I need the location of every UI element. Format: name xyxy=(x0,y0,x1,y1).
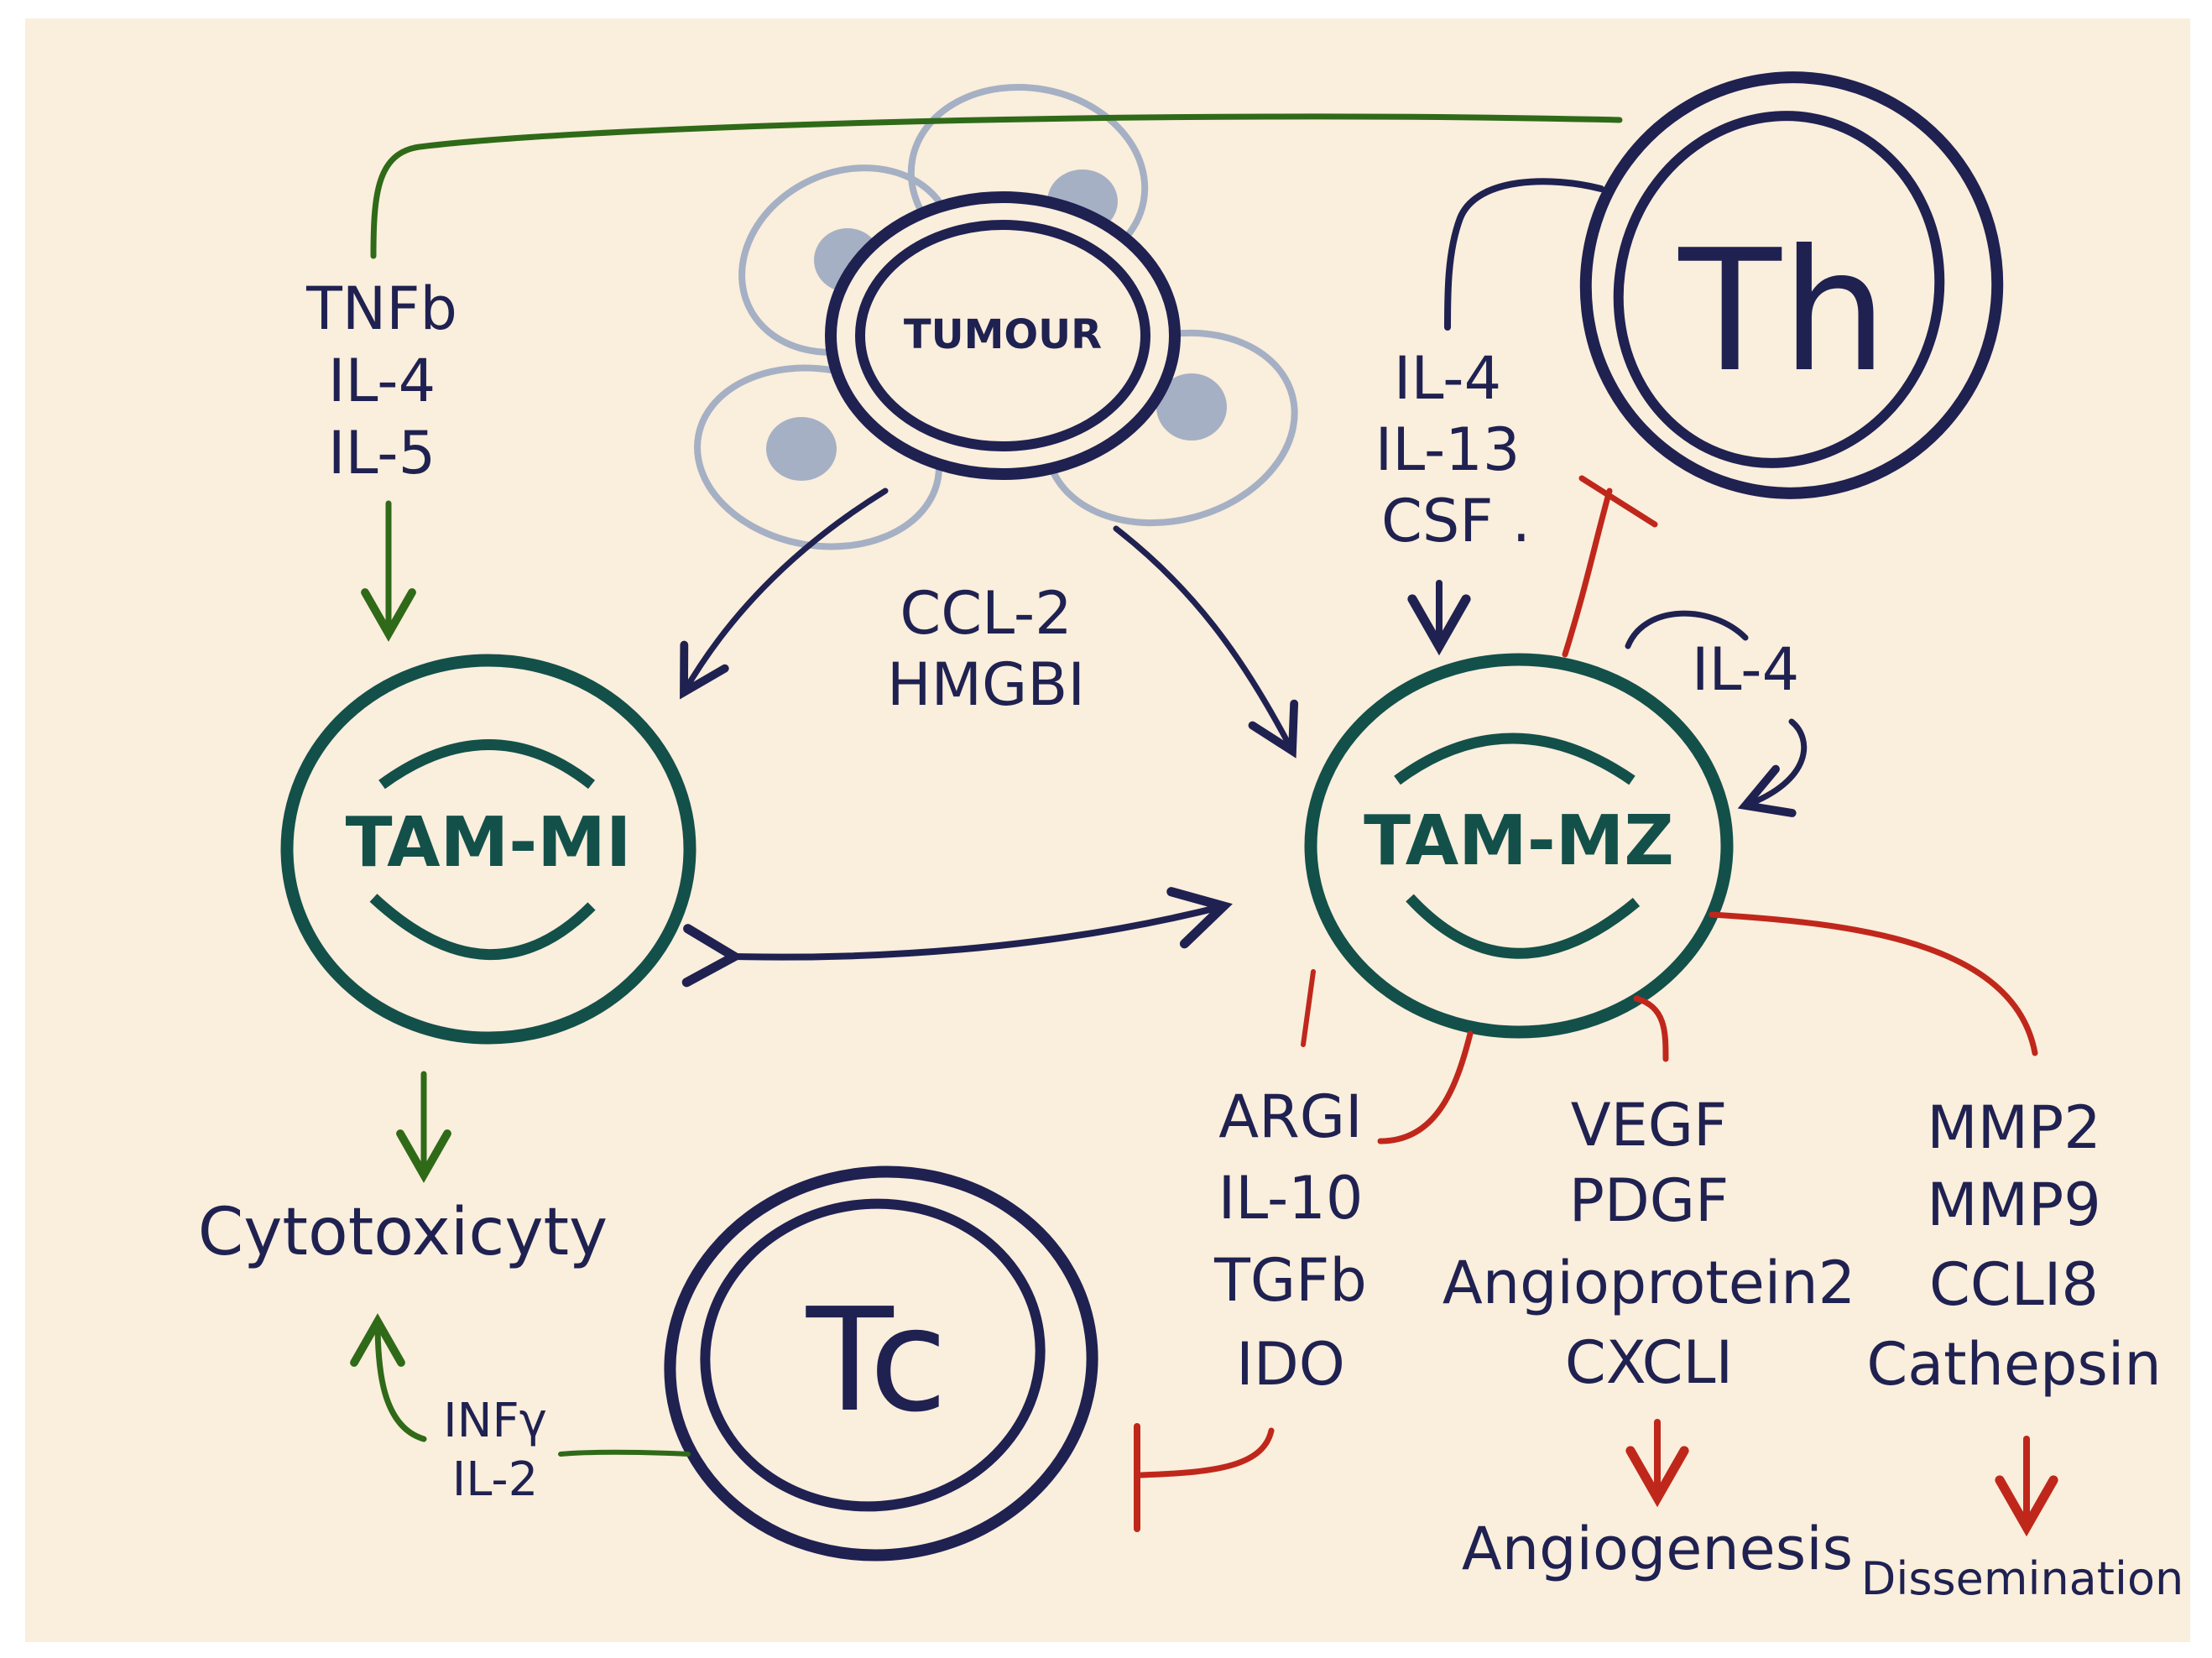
cytokine-label: HMGBI xyxy=(887,650,1085,719)
tumour-nucleus xyxy=(1156,373,1227,441)
factor-label: MMP2 xyxy=(1927,1093,2101,1162)
vegf-factor-list: VEGF PDGF Angioprotein2 CXCLI xyxy=(1442,1091,1855,1397)
tam-m2-inhibits-th xyxy=(1562,487,1613,658)
tc-label: Tc xyxy=(806,1278,947,1444)
angiogenesis-label: Angiogenesis xyxy=(1462,1515,1853,1583)
factor-label: Cathepsin xyxy=(1866,1330,2161,1399)
tumour-inner-ring xyxy=(855,220,1150,451)
cytokine-label: IL-10 xyxy=(1218,1164,1364,1233)
factor-label: CXCLI xyxy=(1565,1328,1733,1397)
cytokine-label: CCL-2 xyxy=(900,579,1072,648)
tam-m2-to-arg-line xyxy=(1377,1030,1474,1144)
tnfb-cytokine-list: TNFb IL-4 IL-5 xyxy=(305,274,457,487)
cytokine-label: CSF . xyxy=(1381,487,1531,555)
cytotoxicity-label: Cytotoxicyty xyxy=(198,1195,608,1270)
cytokine-label: TGFb xyxy=(1213,1246,1367,1315)
tam-m2-to-vegf-line xyxy=(1633,995,1669,1062)
tam-m2-inner-arc-bottom xyxy=(1406,894,1641,959)
tc-to-inf-line xyxy=(558,1449,691,1457)
cytokine-label: ARGI xyxy=(1218,1082,1362,1151)
dissemination-label: Dissemination xyxy=(1861,1552,2183,1605)
ccl2-cytokine-list: CCL-2 HMGBI xyxy=(887,579,1085,719)
cytokine-label: IL-4 xyxy=(328,347,436,415)
tc-inner-ring xyxy=(700,1198,1046,1512)
tam-m1-inner-arc-bottom xyxy=(369,894,596,961)
inf-to-cytotoxicity-arrow xyxy=(350,1313,427,1442)
tumour-to-tam-m2-arrow xyxy=(1113,525,1299,759)
tam-m2-inner-arc-top xyxy=(1394,733,1636,785)
cytokine-label: IL-13 xyxy=(1375,415,1521,484)
cytokine-label: IDO xyxy=(1236,1330,1345,1399)
cytokine-label: IL-2 xyxy=(452,1452,539,1507)
tam-m1-tam-m2-double-arrow xyxy=(681,887,1233,988)
th-inner-ring xyxy=(1613,111,1945,468)
cytokine-label: IL-5 xyxy=(328,419,436,487)
cytokine-label: TNFb xyxy=(305,274,457,343)
tam-m2-arg-tick xyxy=(1301,969,1316,1047)
factor-label: Angioprotein2 xyxy=(1442,1249,1855,1317)
th-inhibition-bar xyxy=(1578,475,1658,528)
tumour-to-tam-m1-arrow xyxy=(680,487,889,700)
factor-label: PDGF xyxy=(1569,1166,1729,1235)
arg-to-tc-inhibit-line xyxy=(1138,1427,1275,1478)
il4-loop-label: IL-4 xyxy=(1692,635,1799,704)
tam-m1-label: TAM-MI xyxy=(346,803,632,883)
tam-m1-inner-arc-top xyxy=(378,739,596,790)
mmp-factor-list: MMP2 MMP9 CCLI8 Cathepsin xyxy=(1866,1093,2161,1399)
cytokine-label: IL-4 xyxy=(1394,344,1501,413)
tam-m2-to-mmp-line xyxy=(1709,911,2038,1056)
factor-label: VEGF xyxy=(1571,1091,1728,1160)
il4-autocrine-loop xyxy=(1625,610,1808,806)
factor-label: MMP9 xyxy=(1927,1171,2101,1239)
tc-outer-ring xyxy=(664,1165,1098,1562)
tumour-label: TUMOUR xyxy=(904,311,1102,358)
th-to-tnfb-line xyxy=(370,113,1623,259)
th-hook-line xyxy=(1444,178,1604,331)
th-label: Th xyxy=(1678,214,1888,409)
th-cytokine-list: IL-4 IL-13 CSF . xyxy=(1375,344,1531,555)
tam-m2-label: TAM-MZ xyxy=(1364,801,1674,881)
th-outer-ring xyxy=(1579,71,2004,499)
arg-cytokine-list: ARGI IL-10 TGFb IDO xyxy=(1213,1082,1367,1399)
tumour-nucleus xyxy=(766,417,837,481)
factor-label: CCLI8 xyxy=(1929,1250,2099,1319)
cytokine-label: INFγ xyxy=(443,1394,547,1448)
tumour-outer-ring xyxy=(825,191,1181,480)
inf-cytokine-list: INFγ IL-2 xyxy=(443,1394,547,1507)
tam-m1-outer-ring xyxy=(280,654,696,1045)
